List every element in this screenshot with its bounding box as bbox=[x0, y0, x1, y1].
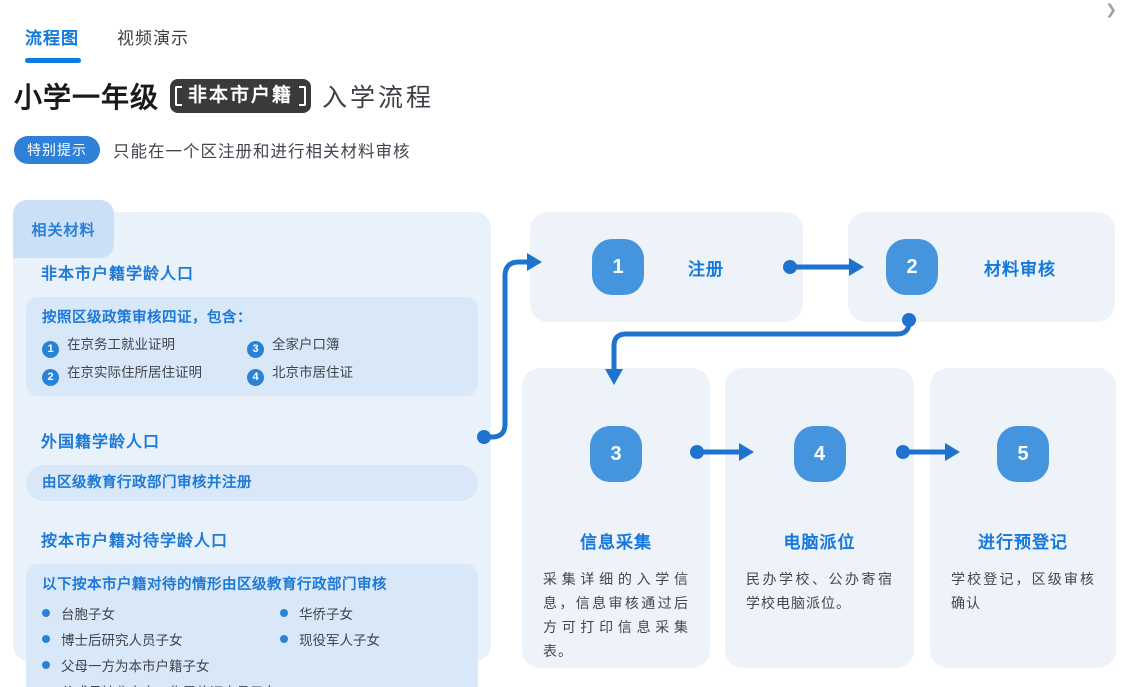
treated-box-title: 以下按本市户籍对待的情形由区级教育行政部门审核 bbox=[42, 577, 387, 593]
cert-box-title: 按照区级政策审核四证，包含： bbox=[42, 310, 252, 326]
treated-as-local-box: 以下按本市户籍对待的情形由区级教育行政部门审核 台胞子女 华侨子女 博士后研究人… bbox=[26, 564, 478, 687]
step-number-badge: 3 bbox=[590, 426, 642, 482]
bullet-dot-icon bbox=[280, 635, 288, 643]
special-notice: 特别提示 只能在一个区注册和进行相关材料审核 bbox=[14, 136, 411, 164]
step-label: 进行预登记 bbox=[978, 533, 1068, 552]
list-item: 博士后研究人员子女 bbox=[42, 631, 280, 650]
list-item: 华侨子女 bbox=[280, 605, 462, 624]
materials-panel-tab: 相关材料 bbox=[13, 200, 114, 258]
number-dot-icon: 3 bbox=[247, 341, 264, 358]
list-item: 台胞子女 bbox=[42, 605, 280, 624]
notice-text: 只能在一个区注册和进行相关材料审核 bbox=[113, 143, 411, 161]
flow-step-info-collection: 3 信息采集 采集详细的入学信息，信息审核通过后方可打印信息采集表。 bbox=[522, 368, 710, 668]
step-description: 民办学校、公办寄宿学校电脑派位。 bbox=[746, 571, 893, 611]
section-heading-treated-as-local: 按本市户籍对待学龄人口 bbox=[41, 533, 229, 550]
number-dot-icon: 2 bbox=[42, 369, 59, 386]
number-dot-icon: 1 bbox=[42, 341, 59, 358]
step-label: 电脑派位 bbox=[783, 533, 856, 552]
tab-video-demo-label: 视频演示 bbox=[117, 29, 189, 48]
header-tabs: 流程图 视频演示 bbox=[25, 24, 189, 63]
step-label: 注册 bbox=[688, 259, 724, 279]
tab-video-demo[interactable]: 视频演示 bbox=[117, 24, 189, 63]
treated-list: 台胞子女 华侨子女 博士后研究人员子女 现役军人子女 父母一方为本市户籍子女 父… bbox=[42, 605, 462, 687]
bullet-dot-icon bbox=[42, 661, 50, 669]
flow-step-material-review: 2 材料审核 bbox=[848, 212, 1115, 322]
section-heading-nonlocal: 非本市户籍学龄人口 bbox=[41, 266, 195, 283]
tab-flowchart[interactable]: 流程图 bbox=[25, 24, 81, 63]
step-label: 信息采集 bbox=[580, 533, 652, 552]
step-number-badge: 4 bbox=[793, 426, 846, 482]
title-grade: 小学一年级 bbox=[14, 82, 160, 113]
flow-step-register: 1 注册 bbox=[530, 212, 803, 322]
chevron-right-icon[interactable]: ❯ bbox=[1105, 1, 1117, 17]
section-heading-foreign: 外国籍学龄人口 bbox=[41, 434, 161, 451]
foreign-box-title: 由区级教育行政部门审核并注册 bbox=[42, 475, 252, 491]
step-description: 采集详细的入学信息，信息审核通过后方可打印信息采集表。 bbox=[543, 571, 689, 659]
bullet-dot-icon bbox=[280, 609, 288, 617]
step-description: 学校登记，区级审核确认 bbox=[951, 571, 1095, 611]
flow-step-computer-allocation: 4 电脑派位 民办学校、公办寄宿学校电脑派位。 bbox=[725, 368, 914, 668]
list-item: 父母一方为本市户籍子女 bbox=[42, 657, 462, 676]
materials-panel-tab-label: 相关材料 bbox=[31, 221, 96, 239]
notice-badge: 特别提示 bbox=[14, 136, 100, 164]
title-suffix: 入学流程 bbox=[322, 84, 435, 112]
step-label: 材料审核 bbox=[984, 259, 1056, 279]
bullet-dot-icon bbox=[42, 635, 50, 643]
active-tab-underline bbox=[25, 58, 81, 63]
household-badge: 非本市户籍 bbox=[170, 79, 312, 113]
tab-flowchart-label: 流程图 bbox=[25, 29, 79, 48]
step-number-badge: 5 bbox=[997, 426, 1049, 482]
step-number-badge: 2 bbox=[886, 239, 938, 295]
list-item: 父或母持北京市工作居住证人员子女 bbox=[42, 683, 462, 687]
number-dot-icon: 4 bbox=[247, 369, 264, 386]
bullet-dot-icon bbox=[42, 609, 50, 617]
page-title: 小学一年级 非本市户籍 入学流程 bbox=[14, 76, 434, 116]
step-number-badge: 1 bbox=[592, 239, 644, 295]
flow-step-preregistration: 5 进行预登记 学校登记，区级审核确认 bbox=[930, 368, 1116, 668]
list-item: 现役军人子女 bbox=[280, 631, 462, 650]
foreign-box: 由区级教育行政部门审核并注册 bbox=[26, 465, 478, 501]
